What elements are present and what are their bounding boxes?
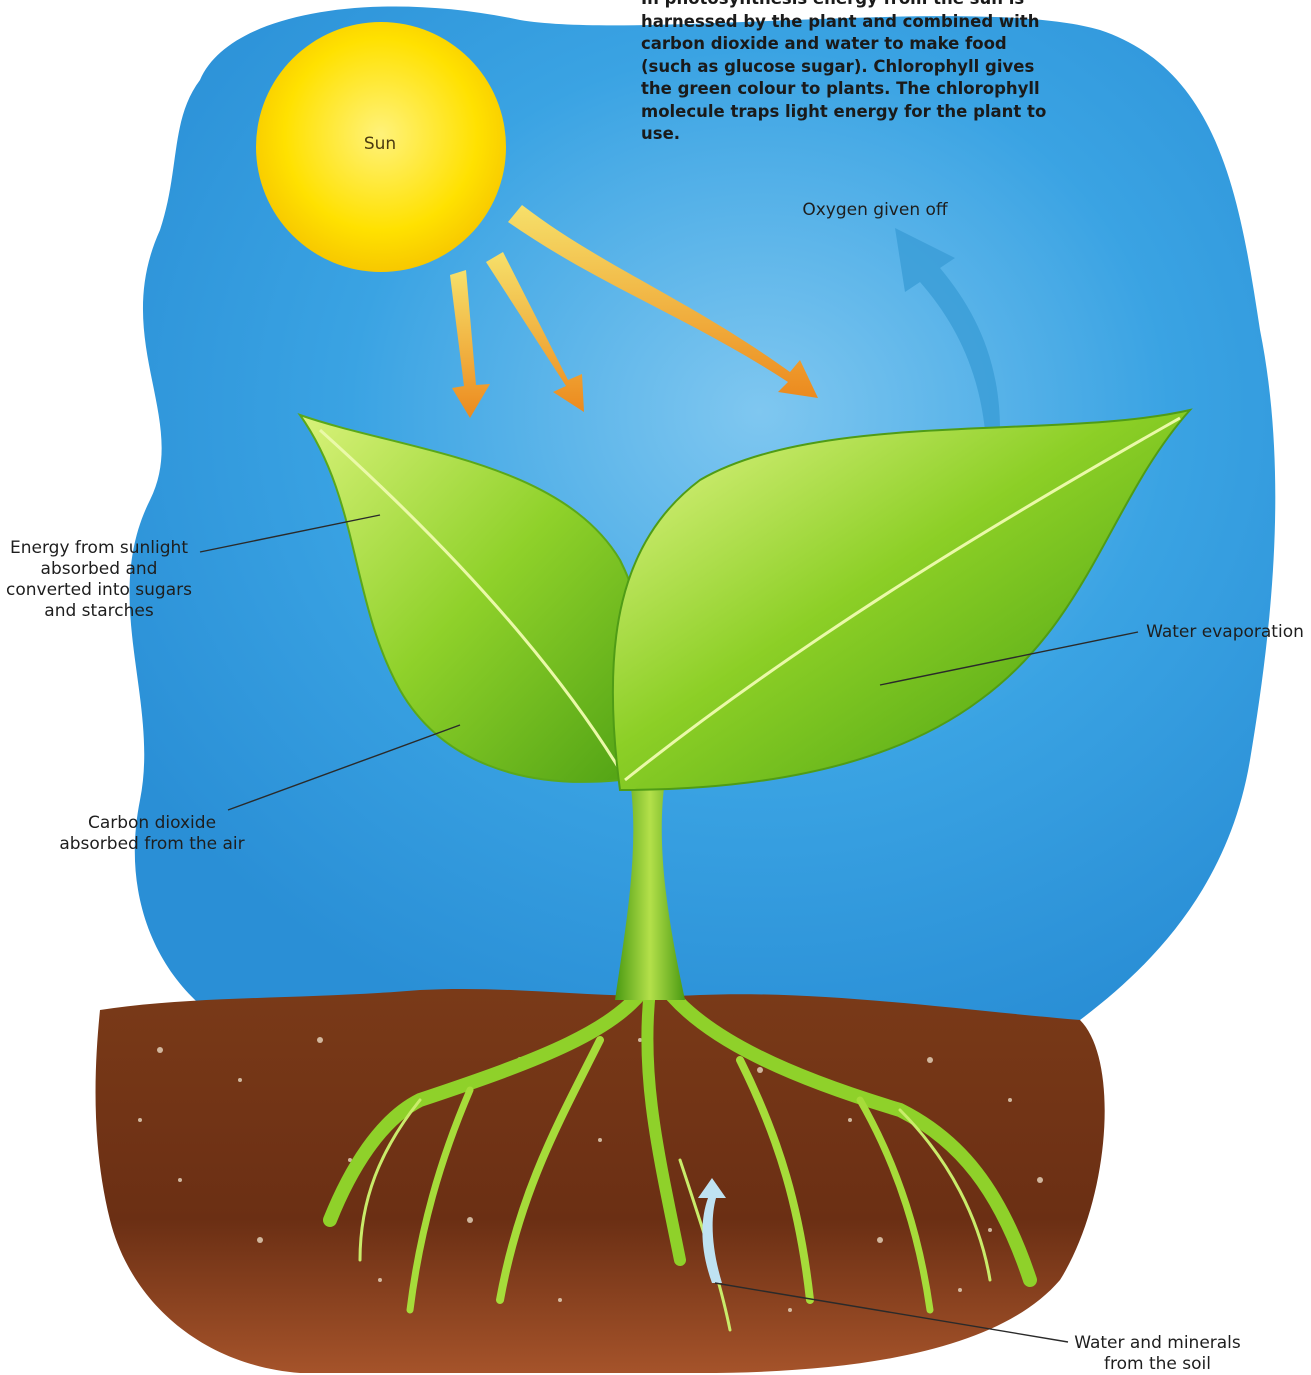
intro-paragraph: In photosynthesis energy from the sun is… xyxy=(641,0,1051,146)
oxygen-label: Oxygen given off xyxy=(790,200,960,221)
carbon-dioxide-label: Carbon dioxide absorbed from the air xyxy=(52,813,252,855)
water-evaporation-label: Water evaporation xyxy=(1140,622,1310,643)
energy-label: Energy from sunlight absorbed and conver… xyxy=(4,538,194,622)
sun-label: Sun xyxy=(340,134,420,154)
water-minerals-label: Water and minerals from the soil xyxy=(1070,1333,1245,1375)
